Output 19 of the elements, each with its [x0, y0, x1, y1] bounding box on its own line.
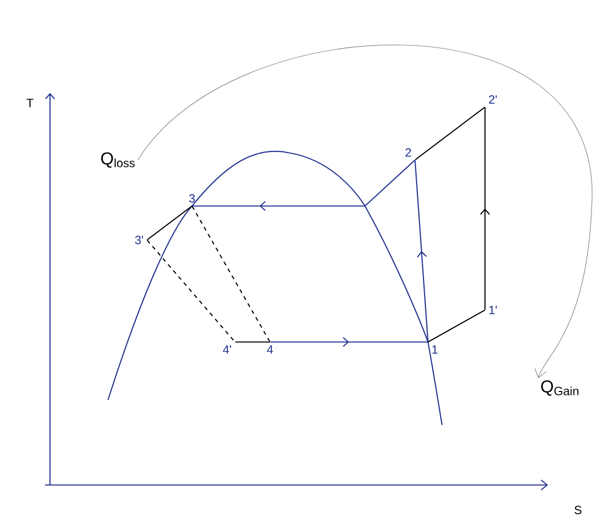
state-point-label: 4': [222, 345, 231, 354]
heat-label: Q$_{loss}$: [101, 152, 135, 168]
process-line: [146, 240, 236, 342]
process-line: [235, 341, 270, 343]
state-point-label: 1': [489, 306, 497, 314]
state-point-label: 2': [489, 95, 497, 104]
process-line: [192, 206, 270, 342]
process-line: [428, 310, 486, 342]
process-line: [146, 206, 192, 240]
state-point-label: 3: [189, 194, 195, 203]
axis-label: S: [574, 506, 582, 514]
state-point-label: 1: [432, 345, 438, 354]
heat-label: Q$_{Gain}$: [541, 380, 578, 396]
state-point-label: 2: [406, 148, 411, 157]
state-point-label: 4: [266, 345, 273, 354]
state-point-label: 3': [135, 236, 143, 244]
heat-transfer-arrow: [138, 44, 592, 378]
process-line: [414, 106, 486, 160]
axis-label: T: [26, 98, 34, 108]
